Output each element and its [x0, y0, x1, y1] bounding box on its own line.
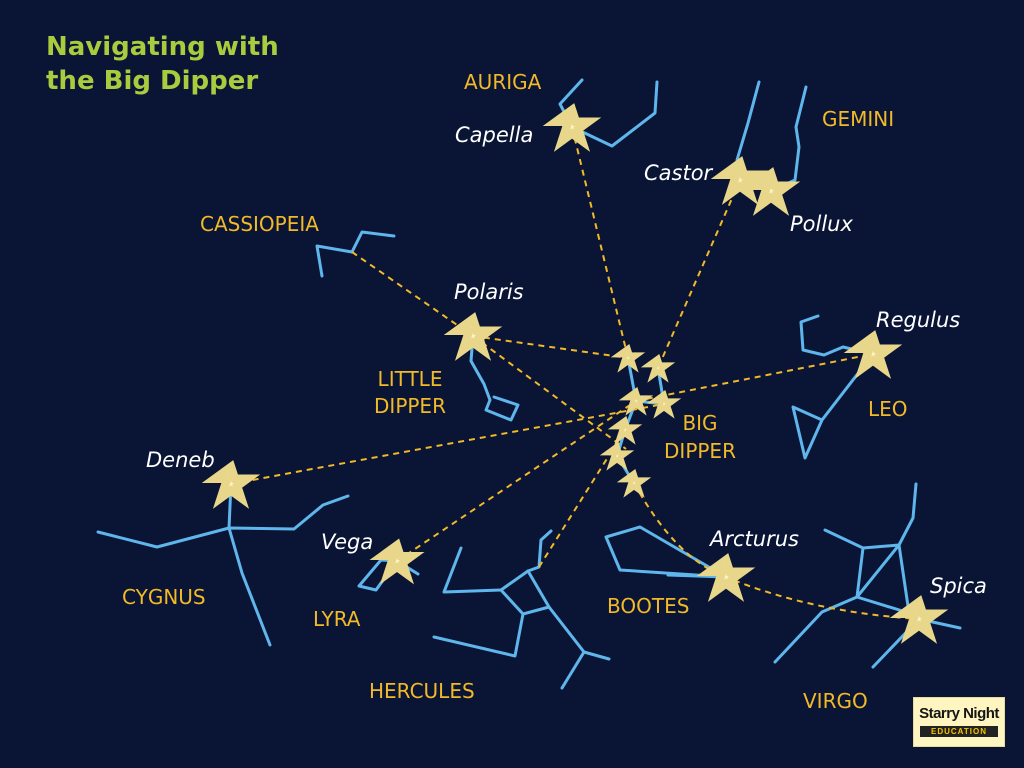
auriga-lines	[558, 78, 659, 148]
virgo-lines-2	[823, 528, 865, 550]
label-cassiopeia: CASSIOPEIA	[200, 212, 319, 236]
label-auriga: AURIGA	[464, 70, 542, 94]
label-polaris: Polaris	[454, 280, 524, 304]
little-dipper-lines	[469, 334, 520, 422]
pointer-to-deneb	[230, 403, 665, 485]
label-arcturus: Arcturus	[708, 527, 799, 551]
label-capella: Capella	[455, 123, 533, 147]
vega-star-icon	[382, 545, 412, 574]
label-gemini: GEMINI	[822, 107, 894, 131]
label-hercules: HERCULES	[369, 679, 475, 703]
label-spica: Spica	[930, 574, 987, 598]
page-title-line-2: the Big Dipper	[46, 66, 259, 96]
leo-lines	[791, 314, 875, 460]
label-leo: LEO	[868, 397, 908, 421]
hercules-lines-sw	[432, 612, 525, 658]
big-dipper-star-7-icon	[624, 473, 643, 491]
big-dipper-star-3-icon	[626, 391, 645, 409]
capella-star-icon	[556, 110, 588, 141]
big-dipper-star-5-icon	[615, 420, 634, 438]
pointer-to-castor	[657, 179, 741, 369]
label-deneb: Deneb	[146, 448, 215, 472]
gemini-lines-pollux	[769, 85, 808, 193]
cygnus-lines-wing	[96, 494, 350, 549]
label-big-dipper-1: BIG	[682, 411, 717, 435]
label-big-dipper-2: DIPPER	[664, 439, 736, 463]
label-virgo: VIRGO	[803, 689, 868, 713]
pointer-to-vega	[396, 400, 637, 562]
arcturus-star-icon	[710, 560, 742, 591]
label-little-dipper-1: LITTLE	[378, 367, 443, 391]
big-dipper-star-1-icon	[618, 348, 637, 366]
hercules-lines-se2	[582, 650, 611, 661]
label-lyra: LYRA	[313, 607, 361, 631]
regulus-star-icon	[857, 337, 889, 368]
page-title: Navigating with the Big Dipper	[46, 30, 279, 98]
cygnus-lines-body	[227, 482, 272, 647]
label-castor: Castor	[644, 161, 714, 185]
label-cygnus: CYGNUS	[122, 585, 206, 609]
hercules-lines-ne	[526, 529, 553, 573]
big-dipper-star-4-icon	[654, 394, 673, 412]
hercules-lines-nw	[442, 546, 503, 594]
pointer-to-capella	[571, 126, 629, 359]
hercules-lines-se	[547, 605, 586, 690]
label-vega: Vega	[321, 530, 373, 554]
pollux-star-icon	[755, 174, 787, 205]
label-pollux: Pollux	[790, 212, 853, 236]
hercules-keystone	[499, 569, 551, 616]
pointer-polaris-to-arcturus	[472, 335, 627, 450]
logo-sub-text: EDUCATION	[920, 726, 998, 737]
label-regulus: Regulus	[876, 308, 960, 332]
pointer-to-polaris	[472, 335, 629, 359]
big-dipper-star-2-icon	[648, 358, 667, 376]
polaris-star-icon	[457, 319, 489, 350]
label-little-dipper-2: DIPPER	[374, 394, 446, 418]
virgo-lines	[773, 482, 918, 664]
pointer-to-regulus	[635, 353, 874, 402]
deneb-star-icon	[215, 467, 247, 498]
big-dipper-star-6-icon	[607, 446, 626, 464]
starry-night-logo: Starry Night EDUCATION	[913, 697, 1005, 747]
page-title-line-1: Navigating with	[46, 32, 279, 62]
spica-star-icon	[903, 602, 935, 633]
label-bootes: BOOTES	[607, 594, 689, 618]
logo-main-text: Starry Night	[919, 705, 999, 722]
pointer-to-cassiopeia	[351, 251, 474, 337]
